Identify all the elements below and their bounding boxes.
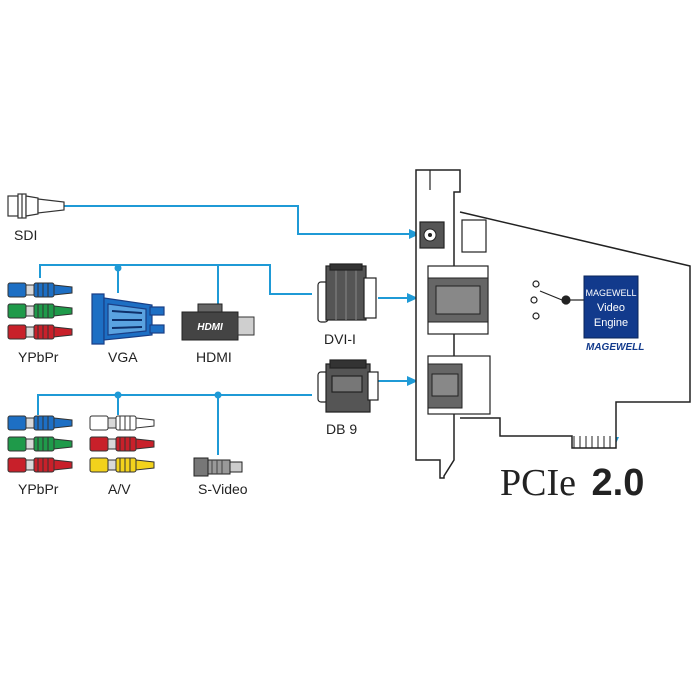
- arrow-sdi: [409, 229, 420, 239]
- chip-line-2: Video: [597, 302, 625, 314]
- card-dvi-socket: [435, 285, 481, 315]
- svideo-connector-icon: [193, 457, 243, 477]
- chip-line-3: Engine: [594, 317, 628, 329]
- junction-dot: [114, 391, 122, 399]
- arrow-dvi: [407, 293, 418, 303]
- db9-connector-icon: [317, 359, 379, 413]
- dvi-label: DVI-I: [324, 331, 356, 347]
- wire-sdi: [64, 205, 410, 235]
- card-sdi-jack: [461, 219, 487, 253]
- wire-component-vga-hdmi: [39, 264, 312, 295]
- hdmi-logo: HDMI: [197, 322, 223, 333]
- vga-label: VGA: [108, 349, 138, 365]
- card-board: [459, 211, 691, 449]
- video-engine-chip: MAGEWELL Video Engine: [583, 275, 639, 339]
- ypbpr-top-connector-icon: [7, 282, 73, 340]
- db9-label: DB 9: [326, 421, 357, 437]
- chip-line-1: MAGEWELL: [585, 288, 636, 298]
- av-connector-icon: [89, 415, 155, 473]
- sdi-label: SDI: [14, 227, 37, 243]
- pcie-card: [415, 169, 691, 479]
- pcie-title: PCIe 2.0: [500, 462, 644, 504]
- arrow-db9: [407, 376, 418, 386]
- ypbpr-top-label: YPbPr: [18, 349, 59, 365]
- ypbpr-bottom-connector-icon: [7, 415, 73, 473]
- av-label: A/V: [108, 481, 131, 497]
- edge-connector: [573, 436, 611, 448]
- dvi-connector-icon: [317, 263, 377, 323]
- hdmi-label: HDMI: [196, 349, 232, 365]
- card-sdi-port-pin: [428, 233, 432, 237]
- brand-logo: MAGEWELL: [586, 342, 644, 353]
- card-db9-socket: [431, 373, 459, 397]
- input-switch-icon: [530, 280, 584, 320]
- svideo-label: S-Video: [198, 481, 248, 497]
- junction-dots: [114, 264, 222, 399]
- hdmi-connector-icon: HDMI: [181, 303, 255, 341]
- wire-analog-bus: [37, 394, 312, 415]
- junction-dot: [114, 264, 122, 272]
- pcie-title-text: PCIe: [500, 462, 576, 504]
- pcie-version: 2.0: [592, 462, 645, 504]
- junction-dot: [214, 391, 222, 399]
- sdi-connector-icon: [7, 193, 65, 219]
- vga-connector-icon: [91, 293, 165, 345]
- ypbpr-bottom-label: YPbPr: [18, 481, 59, 497]
